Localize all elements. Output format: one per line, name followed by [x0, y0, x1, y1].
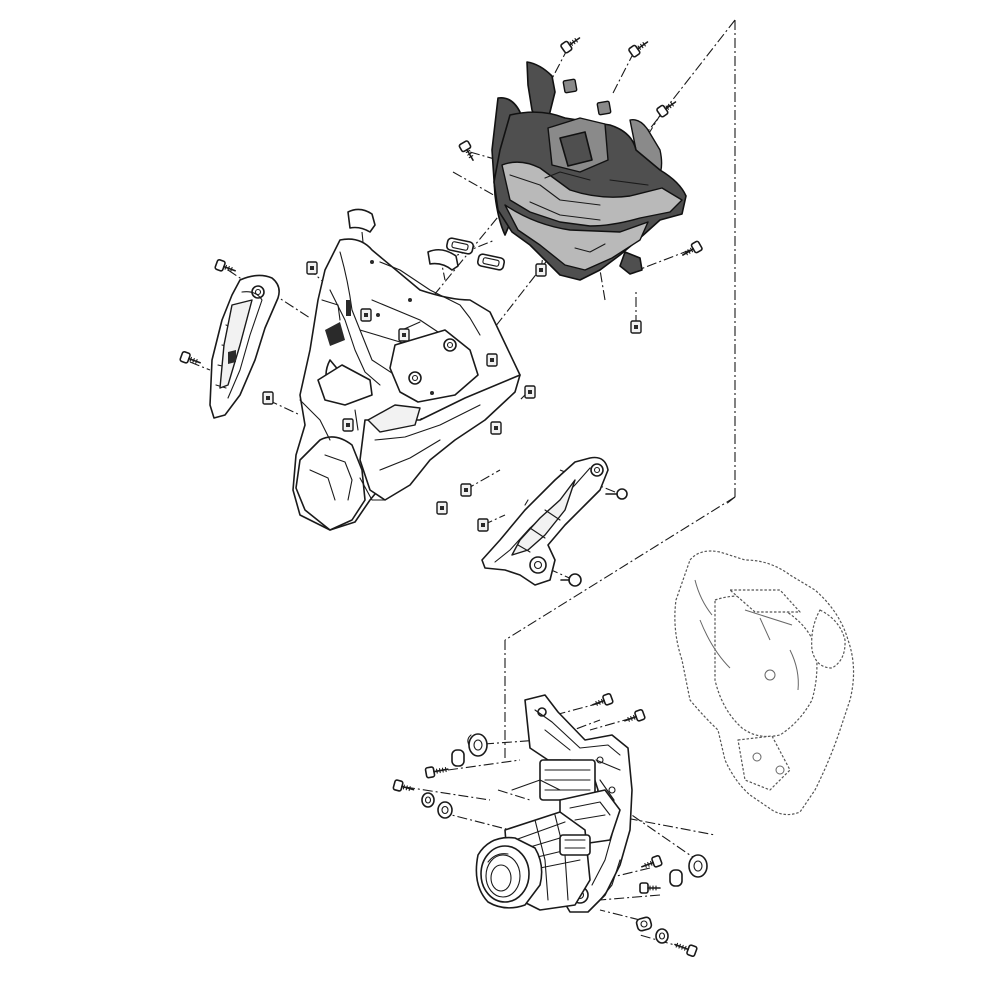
screw — [424, 766, 449, 779]
clip-nut — [306, 261, 318, 275]
screw — [214, 259, 236, 272]
rubber-strip — [427, 248, 459, 271]
clip-nut — [398, 328, 410, 342]
clip-nuts — [262, 208, 642, 532]
clip-nut — [486, 353, 498, 367]
left-side-trim-panel — [209, 274, 280, 419]
clip-nut — [630, 320, 642, 334]
grommet — [688, 854, 708, 878]
clip-nut — [460, 483, 472, 497]
clip-nut — [436, 501, 448, 515]
clip-nut — [360, 308, 372, 322]
front-cowl-upper-fairing — [292, 238, 521, 531]
headlight-projector-unit — [475, 811, 591, 911]
screw — [641, 855, 663, 868]
collar — [437, 801, 453, 819]
screw — [624, 709, 646, 722]
clip-nut — [342, 418, 354, 432]
fastener-screws — [179, 37, 703, 957]
washers — [635, 916, 669, 944]
screw — [560, 573, 582, 587]
rubber-strip — [347, 208, 376, 233]
screw — [628, 41, 649, 58]
screw — [592, 693, 614, 706]
collar — [421, 792, 435, 808]
rubber-pad — [476, 253, 506, 271]
grommet — [467, 733, 488, 757]
screw — [392, 779, 415, 792]
screw — [560, 37, 581, 54]
clip-nut — [490, 421, 502, 435]
screw — [605, 488, 628, 500]
clip-nut — [524, 385, 536, 399]
screw — [682, 240, 703, 256]
collar — [669, 869, 683, 887]
washer — [655, 928, 669, 944]
collars — [421, 749, 683, 887]
screw — [179, 351, 201, 364]
screw — [674, 942, 698, 957]
rubber-grommets — [467, 733, 708, 878]
screw — [656, 101, 677, 118]
frame-head-pipe-ghost — [674, 550, 855, 816]
headlight-bracket-stay — [511, 694, 633, 913]
clip-nut — [262, 391, 274, 405]
screw — [458, 140, 474, 161]
clip-nut — [477, 518, 489, 532]
right-side-trim-panel — [481, 456, 609, 586]
washer — [635, 916, 653, 932]
screw — [639, 882, 661, 894]
collar — [451, 749, 465, 767]
highlighted-inner-fairing-panel — [491, 61, 687, 281]
clip-nut — [535, 263, 547, 277]
